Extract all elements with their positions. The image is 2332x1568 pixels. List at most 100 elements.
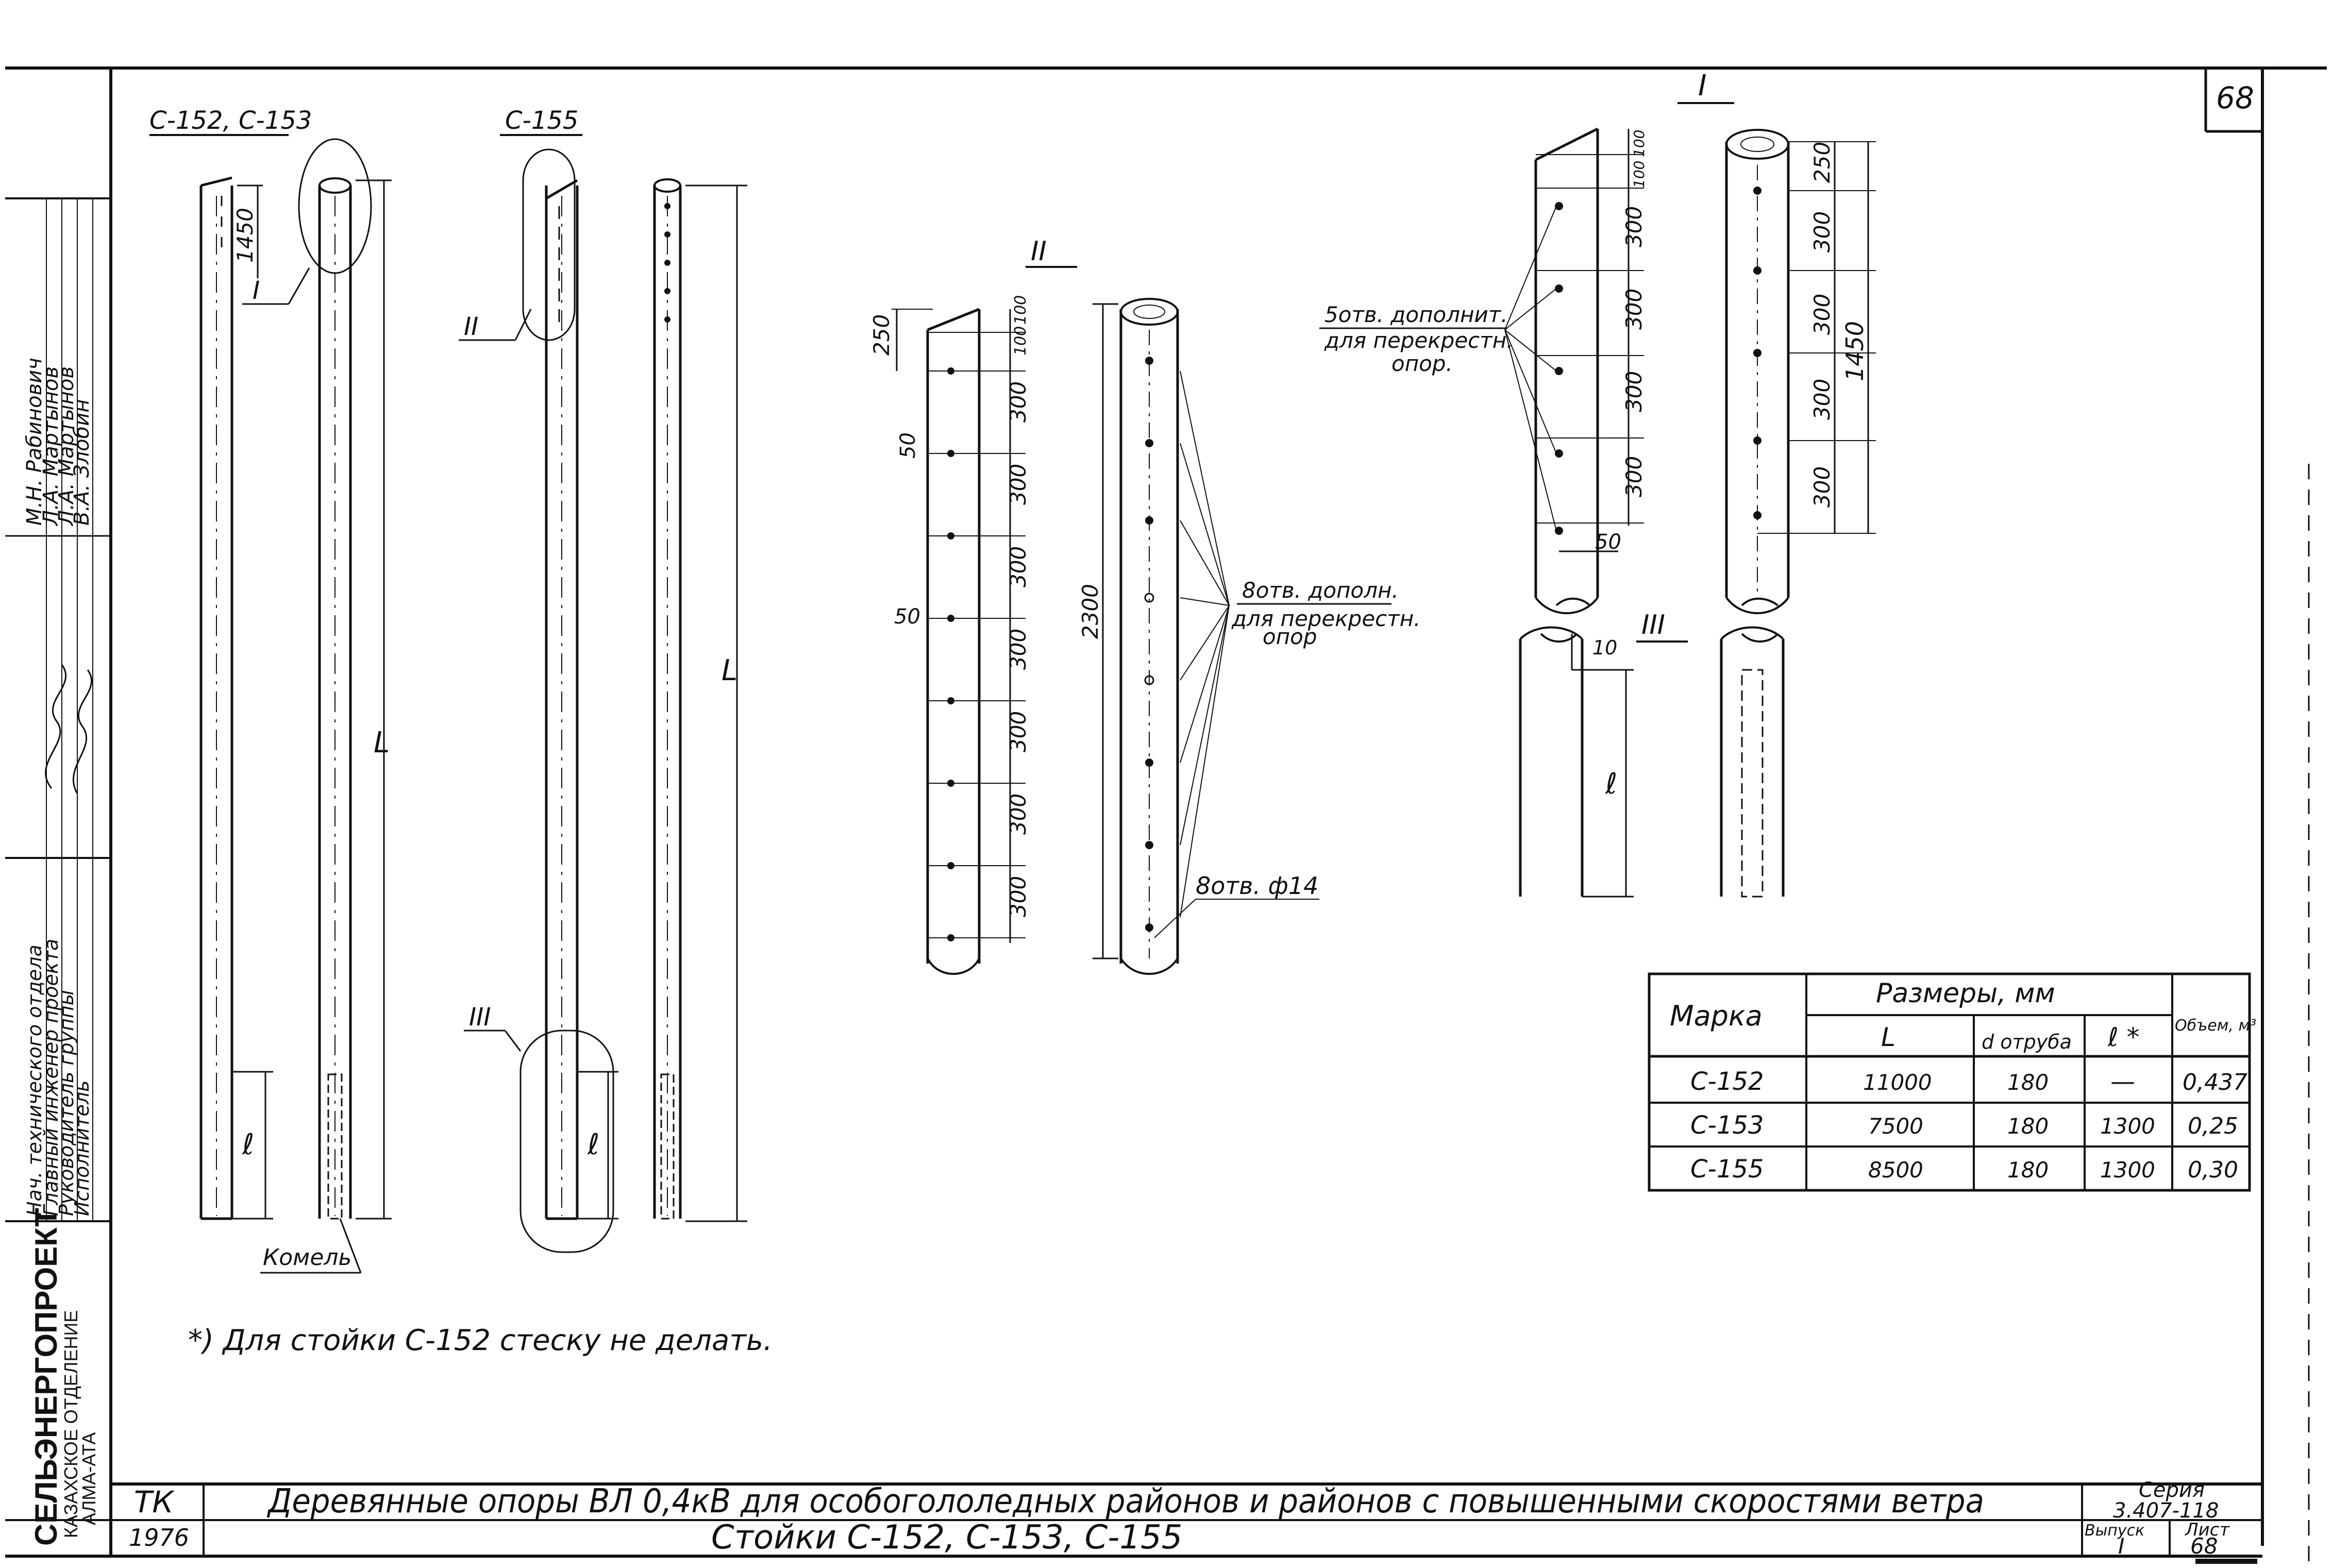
detail-III: 10 ℓ III: [1519, 610, 1785, 898]
detail-I: I 100 100 300 300 300 300 50: [1319, 69, 1876, 614]
detail-II-note-1: 8отв. дополн.: [1242, 578, 1399, 603]
view-c155: С-155 II III ℓ L: [459, 106, 747, 1253]
stamp-role-1: Нач. технического отдела: [23, 945, 46, 1216]
stamp-name-4: В.А. Злобин: [70, 399, 94, 526]
detail-II-space-6: 300: [1005, 794, 1031, 835]
stamp-org-city: АЛМА-АТА: [78, 1432, 99, 1525]
title-main: Деревянные опоры ВЛ 0,4кВ для особоголол…: [266, 1482, 1984, 1521]
detail-II-dim-2300: 2300: [1078, 584, 1103, 639]
detail-II-leader-lines: [1154, 370, 1319, 938]
stamp-org-branch: КАЗАХСКОЕ ОТДЕЛЕНИЕ: [60, 1310, 81, 1538]
series-label: Серия: [2139, 1478, 2205, 1502]
sheet-label: Лист: [2184, 1520, 2230, 1540]
row1-L: 11000: [1863, 1070, 1932, 1095]
detail-II-dim-50b: 50: [894, 605, 920, 629]
dim-L-c155: L: [722, 654, 737, 687]
th-L: L: [1881, 1022, 1895, 1052]
detail-II: II 250 100 10: [869, 236, 1421, 975]
detail-I-dim-50: 50: [1595, 530, 1621, 554]
detail-I-note-2: для перекрестн.: [1324, 328, 1514, 353]
footnote: *) Для стойки С-152 стеску не делать.: [188, 1324, 773, 1357]
stamp-name-2: Л.А. Мартынов: [39, 366, 63, 527]
detail-II-space-1: 300: [1005, 381, 1031, 423]
dim-l-c152: ℓ: [242, 1128, 254, 1161]
row2-vol: 0,25: [2188, 1113, 2238, 1139]
dim-L-c152: L: [374, 726, 390, 760]
row2-mark: С-153: [1690, 1111, 1764, 1140]
detail-I-r-dim-300b: 300: [1809, 294, 1835, 335]
signature-1: [45, 664, 66, 789]
sheet-value: 68: [2190, 1533, 2218, 1559]
row2-d: 180: [2007, 1114, 2049, 1139]
detail-I-r-dim-300d: 300: [1809, 466, 1835, 508]
detail-I-dim-100a: 100: [1631, 161, 1648, 188]
th-sizes: Размеры, мм: [1876, 978, 2055, 1009]
label-c155: С-155: [505, 106, 578, 135]
detail-I-space-1: 300: [1621, 206, 1647, 247]
side-stamp: М.Н. Рабинович Л.А. Мартынов Л.А. Мартын…: [5, 197, 111, 1546]
detail-II-space-2: 300: [1005, 464, 1031, 505]
stamp-org-name: СЕЛЬЭНЕРГОПРОЕКТ: [29, 1208, 63, 1546]
issue-value: I: [2118, 1533, 2124, 1559]
specs-table: Марка Размеры, мм L d отруба ℓ * Объем, …: [1648, 972, 2256, 1192]
view-c152-c153: С-152, С-153 ℓ 1450 L I Комель: [149, 106, 392, 1274]
row1-d: 180: [2007, 1070, 2049, 1095]
stamp-name-1: М.Н. Рабинович: [23, 358, 46, 526]
label-c152-c153: С-152, С-153: [149, 106, 312, 135]
issue-label: Выпуск: [2085, 1522, 2144, 1540]
detail-II-dim-50a: 50: [896, 432, 920, 459]
row3-l: 1300: [2100, 1157, 2155, 1183]
detail-II-title: II: [1031, 236, 1047, 267]
row1-vol: 0,437: [2183, 1069, 2247, 1095]
table-row: С-152 11000 180 — 0,437: [1690, 1067, 2247, 1096]
series-value: 3.407-118: [2113, 1499, 2219, 1523]
detail-I-title: I: [1698, 69, 1707, 103]
stamp-name-3: Л.А. Мартынов: [55, 366, 78, 527]
sheet-frame: [5, 66, 2327, 1568]
detail-II-space-7: 300: [1005, 876, 1031, 917]
detail-I-r-dim-250: 250: [1809, 142, 1835, 183]
detail-II-front-holes: [1144, 357, 1154, 932]
detail-III-title: III: [1641, 610, 1665, 640]
detail-I-left-holes: [1555, 202, 1563, 535]
detail-II-note-2: для перекрестн.: [1231, 606, 1421, 631]
th-d: d отруба: [1982, 1031, 2072, 1053]
butt-label: Комель: [263, 1244, 351, 1271]
stamp-role-4: Исполнитель: [71, 1081, 93, 1216]
th-l: ℓ *: [2107, 1022, 2140, 1052]
signature-2: [73, 669, 92, 794]
detail-I-note-1: 5отв. дополнит.: [1324, 302, 1508, 327]
detail-I-space-2: 300: [1621, 289, 1647, 330]
detail-II-space-5: 300: [1005, 711, 1031, 752]
detail-I-dim-100b: 100: [1631, 130, 1648, 157]
stamp-role-3: Руководитель группы: [55, 990, 78, 1216]
dim-1450-main: 1450: [232, 208, 258, 263]
table-row: С-153 7500 180 1300 0,25: [1690, 1111, 2238, 1140]
detail-II-grid: [892, 309, 1026, 943]
row2-l: 1300: [2100, 1114, 2155, 1139]
sheet-number: 68: [2216, 80, 2254, 115]
detail-I-space-4: 300: [1621, 456, 1647, 497]
th-mark: Марка: [1670, 1000, 1763, 1032]
callout-III-main: III: [469, 1003, 491, 1032]
detail-III-dim-10: 10: [1592, 636, 1617, 659]
detail-II-dim-100b: 100: [1012, 295, 1030, 325]
title-year: 1976: [129, 1524, 189, 1552]
row1-mark: С-152: [1690, 1067, 1764, 1096]
detail-I-r-dim-300c: 300: [1809, 379, 1835, 420]
title-sub: Стойки С-152, С-153, С-155: [711, 1519, 1183, 1557]
detail-I-r-dim-300a: 300: [1809, 211, 1835, 252]
detail-II-note-3: опор: [1263, 624, 1317, 649]
th-vol: Объем, м³: [2175, 1017, 2256, 1035]
detail-I-right-grid: [1757, 141, 1876, 534]
detail-III-dim-l: ℓ: [1605, 767, 1617, 801]
detail-I-grid: [1536, 129, 1644, 526]
detail-I-r-dim-1450: 1450: [1841, 321, 1869, 381]
detail-II-space-3: 300: [1005, 546, 1031, 587]
c155-hole-markers: [664, 203, 670, 323]
detail-I-note-3: опор.: [1391, 351, 1453, 376]
row3-d: 180: [2007, 1157, 2049, 1183]
row2-L: 7500: [1868, 1114, 1923, 1139]
table-row: С-155 8500 180 1300 0,30: [1690, 1155, 2238, 1184]
